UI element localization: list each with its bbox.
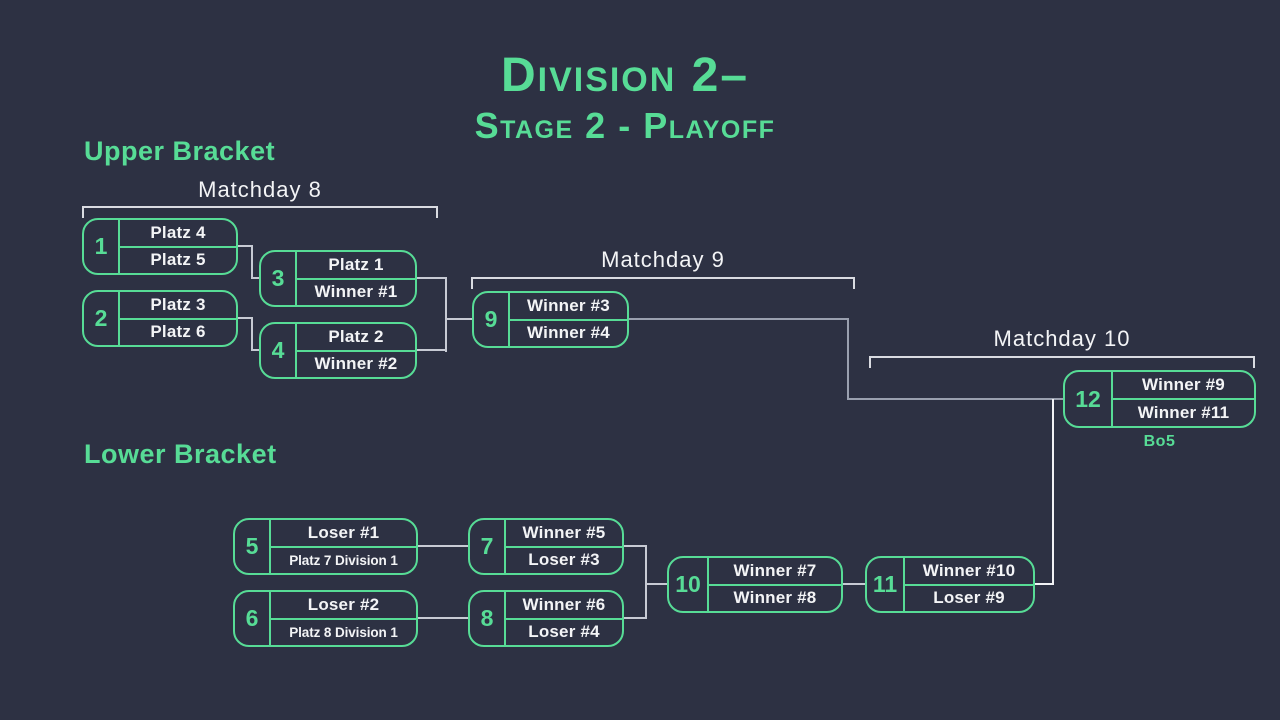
connector-m7-out (622, 545, 647, 547)
match-7-number: 7 (470, 520, 506, 573)
connector-m9-out (628, 318, 849, 320)
match-8-number: 8 (470, 592, 506, 645)
connector-m3-out (415, 277, 447, 279)
match-5-slot-top: Loser #1 (271, 520, 416, 548)
match-2-slot-top: Platz 3 (120, 292, 236, 320)
match-4: 4 Platz 2 Winner #2 (259, 322, 417, 379)
match-11: 11 Winner #10 Loser #9 (865, 556, 1035, 613)
match-8-slot-top: Winner #6 (506, 592, 622, 620)
connector-m4-in (251, 349, 260, 351)
match-6-slot-top: Loser #2 (271, 592, 416, 620)
match-1: 1 Platz 4 Platz 5 (82, 218, 238, 275)
match-7-slot-top: Winner #5 (506, 520, 622, 548)
match-2: 2 Platz 3 Platz 6 (82, 290, 238, 347)
connector-m9-in (445, 318, 473, 320)
connector-m11-out (1032, 583, 1054, 585)
match-5-number: 5 (235, 520, 271, 573)
match-1-slot-top: Platz 4 (120, 220, 236, 248)
matchday-8-label: Matchday 8 (198, 177, 322, 202)
lower-bracket-label: Lower Bracket (84, 439, 277, 469)
match-3-slot-bottom: Winner #1 (314, 282, 398, 302)
connector-m11-m12-vertical (1052, 399, 1054, 585)
match-10: 10 Winner #7 Winner #8 (667, 556, 843, 613)
connector-m2-m4-vertical (251, 317, 253, 351)
match-10-number: 10 (669, 558, 709, 611)
match-7: 7 Winner #5 Loser #3 (468, 518, 624, 575)
best-of-5-badge: Bo5 (1143, 433, 1176, 450)
match-3-number: 3 (261, 252, 297, 305)
connector-m4-out (415, 349, 447, 351)
connector-m7-m8-join-vertical (645, 545, 647, 619)
connector-m2-out (238, 317, 253, 319)
connector-m10-in (645, 583, 668, 585)
match-10-slot-bottom: Winner #8 (733, 588, 817, 608)
match-2-slot-bottom: Platz 6 (150, 322, 206, 342)
match-5-slot-bottom: Platz 7 Division 1 (289, 552, 398, 568)
match-4-slot-top: Platz 2 (297, 324, 415, 352)
match-3-slot-top: Platz 1 (297, 252, 415, 280)
connector-m10-m11 (841, 583, 867, 585)
match-11-slot-top: Winner #10 (905, 558, 1033, 586)
connector-m6-m8 (416, 617, 469, 619)
tournament-title: Division 2– (500, 49, 750, 102)
tournament-subtitle: Stage 2 - Playoff (474, 105, 776, 146)
connector-m1-out (238, 245, 253, 247)
connector-m12-in (847, 398, 1065, 400)
match-4-number: 4 (261, 324, 297, 377)
match-4-slot-bottom: Winner #2 (314, 354, 398, 374)
match-6-slot-bottom: Platz 8 Division 1 (289, 624, 398, 640)
title-block: Division 2– Stage 2 - Playoff (0, 48, 1250, 148)
match-6: 6 Loser #2 Platz 8 Division 1 (233, 590, 418, 647)
match-12: 12 Winner #9 Winner #11 (1063, 370, 1256, 428)
match-10-slot-top: Winner #7 (709, 558, 841, 586)
match-9-slot-top: Winner #3 (510, 293, 627, 321)
match-5: 5 Loser #1 Platz 7 Division 1 (233, 518, 418, 575)
match-9-number: 9 (474, 293, 510, 346)
match-6-number: 6 (235, 592, 271, 645)
match-1-slot-bottom: Platz 5 (150, 250, 206, 270)
matchday-9-range-line (471, 277, 855, 289)
match-9-slot-bottom: Winner #4 (527, 323, 610, 343)
match-11-slot-bottom: Loser #9 (933, 588, 1005, 608)
match-12-slot-top: Winner #9 (1113, 372, 1254, 400)
match-11-number: 11 (867, 558, 905, 611)
connector-m8-out (622, 617, 647, 619)
connector-m3-in (251, 277, 260, 279)
connector-m5-m7 (416, 545, 469, 547)
match-7-slot-bottom: Loser #3 (528, 550, 600, 570)
match-9: 9 Winner #3 Winner #4 (472, 291, 629, 348)
match-3: 3 Platz 1 Winner #1 (259, 250, 417, 307)
match-12-number: 12 (1065, 372, 1113, 426)
matchday-9-label: Matchday 9 (601, 247, 725, 272)
connector-m1-m3-vertical (251, 245, 253, 279)
match-8: 8 Winner #6 Loser #4 (468, 590, 624, 647)
match-1-number: 1 (84, 220, 120, 273)
connector-m3-m4-join-vertical (445, 277, 447, 352)
connector-m9-m12-vertical (847, 318, 849, 400)
match-8-slot-bottom: Loser #4 (528, 622, 600, 642)
matchday-10-label: Matchday 10 (993, 326, 1131, 351)
matchday-8-range-line (82, 206, 438, 218)
upper-bracket-label: Upper Bracket (84, 136, 276, 166)
matchday-10-range-line (869, 356, 1255, 368)
match-12-slot-bottom: Winner #11 (1137, 403, 1230, 422)
match-2-number: 2 (84, 292, 120, 345)
